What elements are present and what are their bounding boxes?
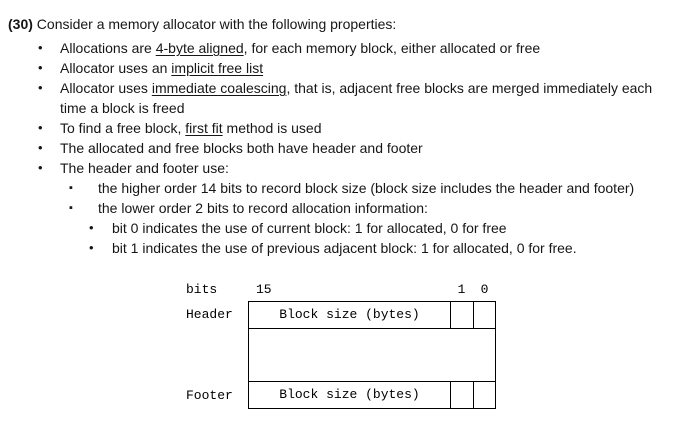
bullet-text-underlined: implicit free list	[171, 60, 264, 76]
bullet-coalescing: • Allocator uses immediate coalescing, t…	[38, 78, 688, 118]
bullet-icon: •	[89, 220, 94, 235]
bullet-first-fit: • To find a free block, first fit method…	[38, 118, 688, 138]
bullet-icon: •	[38, 140, 43, 155]
bullet-text-post: method is used	[222, 120, 322, 136]
square-bullet-icon: ▪	[69, 202, 73, 214]
sub-sub-bullet-text: bit 1 indicates the use of previous adja…	[112, 240, 577, 256]
footer-bit1-cell	[451, 382, 474, 408]
bullet-icon: •	[38, 60, 43, 75]
memory-block-box: Block size (bytes) Block size (bytes)	[248, 301, 496, 409]
tick-1-label: 1	[457, 282, 466, 297]
bullet-icon: •	[38, 80, 43, 95]
header-bit1-cell	[451, 302, 474, 328]
bits-label: bits	[186, 282, 218, 297]
bullet-icon: •	[38, 40, 43, 55]
bullet-text: Allocator uses an implicit free list	[60, 58, 688, 78]
header-bit0-cell	[474, 302, 495, 328]
sub-bullet-text: the higher order 14 bits to record block…	[98, 180, 635, 196]
sub-bullet-block-size-bits: ▪ the higher order 14 bits to record blo…	[69, 178, 688, 198]
tick-15-label: 15	[256, 282, 272, 297]
bullet-text-pre: Allocator uses an	[60, 60, 172, 76]
sub-bullet-text: the lower order 2 bits to record allocat…	[98, 200, 428, 216]
header-block-size-cell: Block size (bytes)	[249, 302, 451, 328]
bullet-icon: •	[38, 160, 43, 175]
square-bullet-icon: ▪	[69, 182, 73, 194]
bullet-text-underlined: 4-byte aligned	[155, 40, 244, 56]
diagram-bit-ticks: bits 15 1 0	[186, 282, 498, 298]
question-intro-text: Consider a memory allocator with the fol…	[36, 16, 397, 32]
bullet-text: The header and footer use:	[60, 160, 229, 176]
bullet-implicit-free-list: • Allocator uses an implicit free list	[38, 58, 688, 78]
bullet-text: To find a free block, first fit method i…	[60, 118, 688, 138]
bullet-text-post: , for each memory block, either allocate…	[243, 40, 541, 56]
footer-row-label: Footer	[186, 388, 233, 403]
sub-sub-bullet-bit1: • bit 1 indicates the use of previous ad…	[89, 238, 688, 258]
footer-bit0-cell	[474, 382, 495, 408]
question-intro-line: (30) Consider a memory allocator with th…	[8, 14, 688, 34]
tick-0-label: 0	[480, 282, 489, 297]
bullet-header-footer: • The allocated and free blocks both hav…	[38, 138, 688, 158]
bullet-text-post: , that is, adjacent free blocks are merg…	[60, 80, 653, 116]
sub-sub-bullet-bit0: • bit 0 indicates the use of current blo…	[89, 218, 688, 238]
bullet-text-underlined: immediate coalescing	[151, 80, 287, 96]
bit-field-diagram: bits 15 1 0 Header Footer Block size (by…	[186, 282, 498, 409]
document-page: (30) Consider a memory allocator with th…	[8, 14, 688, 409]
sub-sub-bullet-text: bit 0 indicates the use of current block…	[112, 220, 507, 236]
diagram-row-labels: Header Footer	[186, 301, 248, 409]
header-row: Block size (bytes)	[249, 302, 495, 329]
question-number: (30)	[8, 16, 33, 32]
bullet-text-pre: Allocations are	[60, 40, 156, 56]
bullet-header-footer-use: • The header and footer use:	[38, 158, 688, 178]
bullet-text-underlined: first fit	[185, 120, 223, 136]
bullet-text: Allocations are 4-byte aligned, for each…	[60, 38, 688, 58]
bullet-text: The allocated and free blocks both have …	[60, 140, 423, 156]
bullet-alignment: • Allocations are 4-byte aligned, for ea…	[38, 38, 688, 58]
label-spacer	[186, 328, 248, 382]
bullet-icon: •	[89, 240, 94, 255]
header-row-label: Header	[186, 307, 233, 322]
sub-bullet-allocation-bits: ▪ the lower order 2 bits to record alloc…	[69, 198, 688, 218]
bullet-text-pre: Allocator uses	[60, 80, 152, 96]
bullet-icon: •	[38, 120, 43, 135]
footer-block-size-cell: Block size (bytes)	[249, 382, 451, 408]
block-payload-area	[249, 329, 495, 382]
footer-row: Block size (bytes)	[249, 382, 495, 408]
bullet-text-pre: To find a free block,	[60, 120, 186, 136]
diagram-body: Header Footer Block size (bytes) Block s…	[186, 301, 498, 409]
bullet-text: Allocator uses immediate coalescing, tha…	[60, 78, 672, 118]
